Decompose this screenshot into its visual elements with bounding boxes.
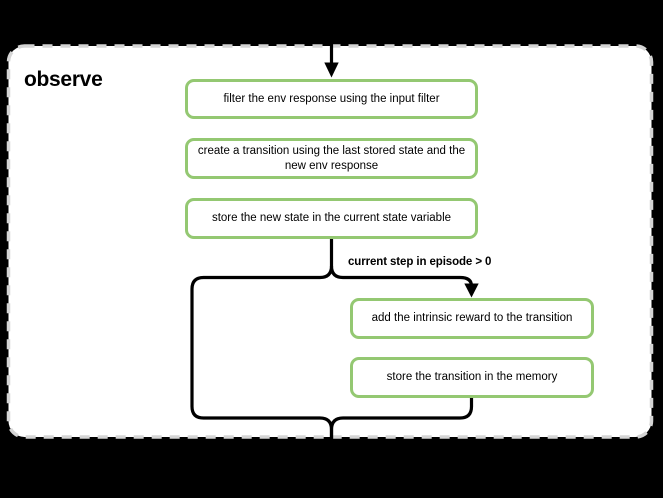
block-title: observe xyxy=(24,68,103,91)
branch-arrowhead-icon xyxy=(464,283,479,298)
node-create-transition: create a transition using the last store… xyxy=(185,138,478,179)
merge-connector xyxy=(329,397,474,441)
node-store-transition-memory: store the transition in the memory xyxy=(350,357,594,398)
branch-condition-label: current step in episode > 0 xyxy=(348,256,492,268)
entry-arrowhead-icon xyxy=(324,62,339,78)
node-add-intrinsic-reward: add the intrinsic reward to the transiti… xyxy=(350,298,594,339)
node-filter-env-response: filter the env response using the input … xyxy=(185,79,478,119)
node-store-new-state: store the new state in the current state… xyxy=(185,198,478,239)
skip-branch-connector xyxy=(190,238,334,441)
true-branch-connector xyxy=(329,265,474,287)
